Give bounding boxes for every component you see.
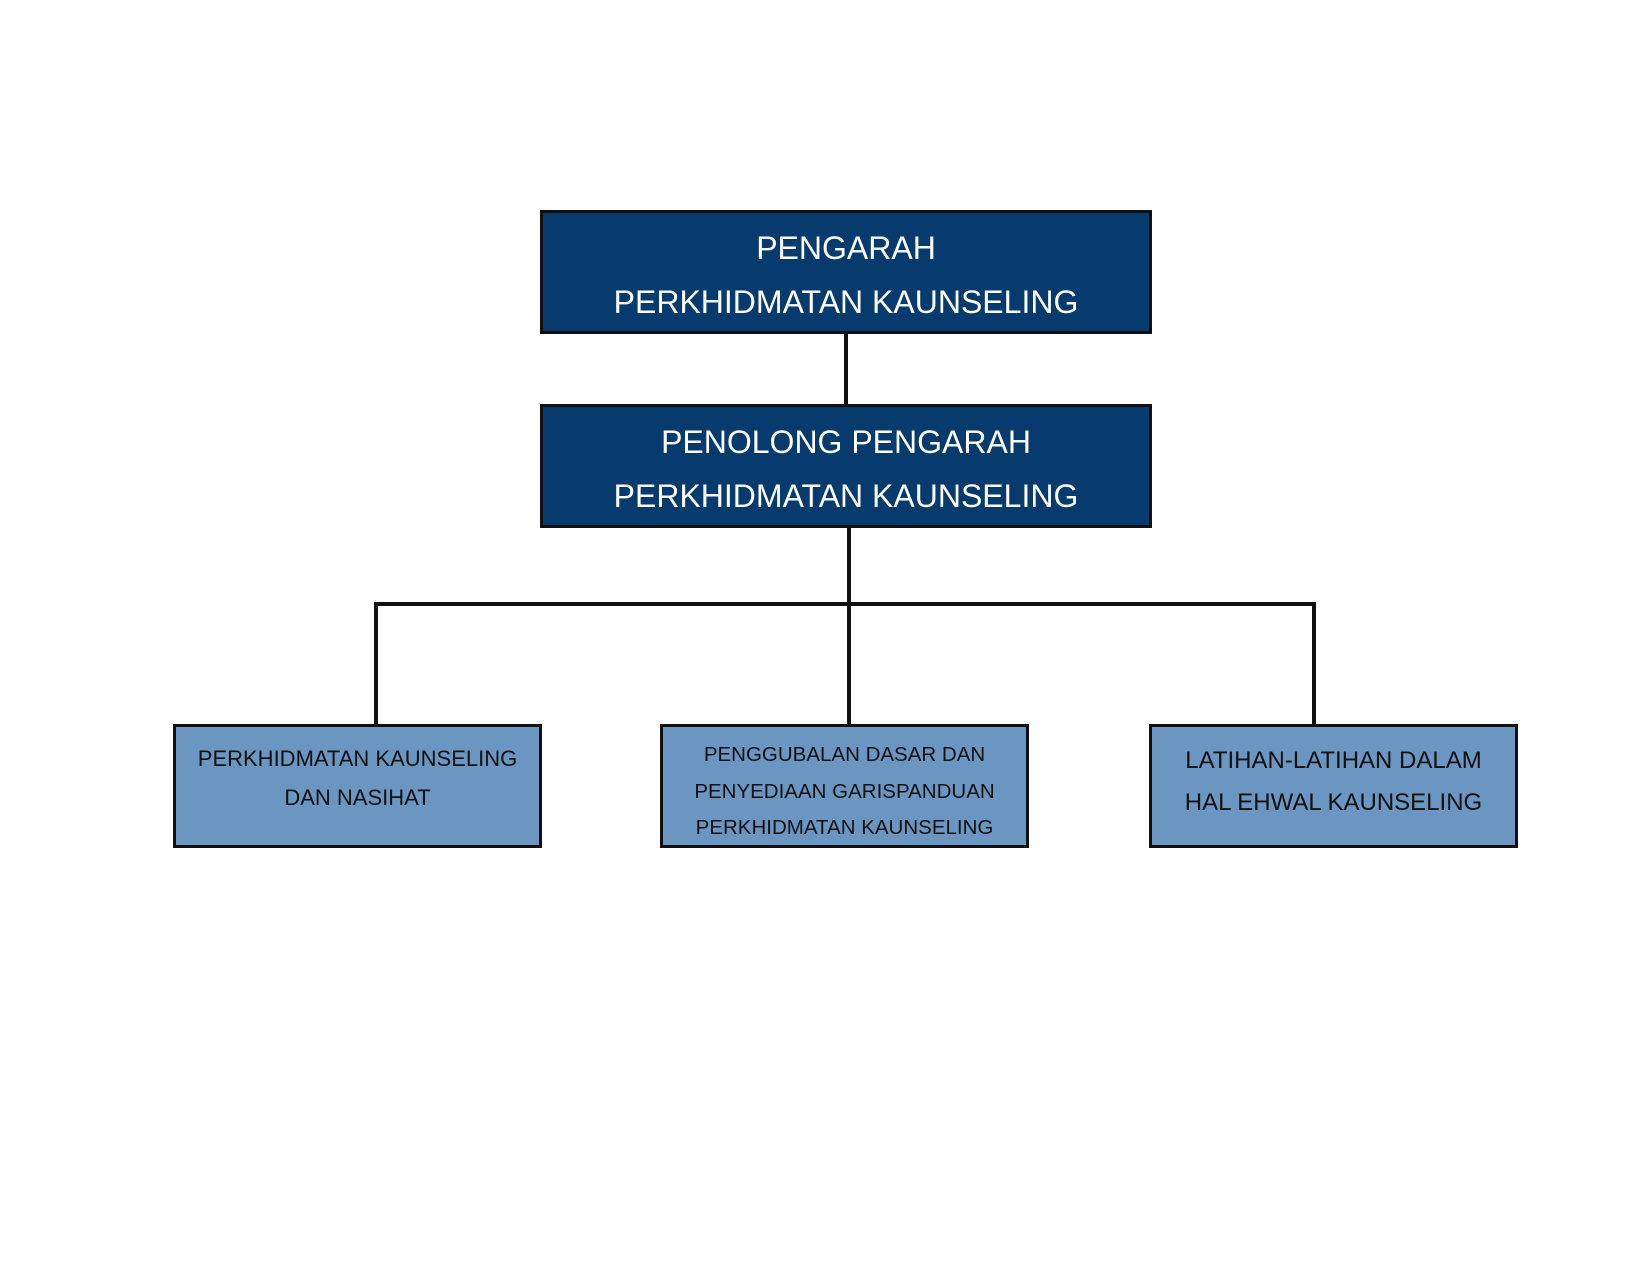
node-unit-counseling-training: LATIHAN-LATIHAN DALAM HAL EHWAL KAUNSELI… xyxy=(1149,724,1518,848)
node-unit-1-line-2: DAN NASIHAT xyxy=(284,785,431,810)
node-assistant-director-line-2: PERKHIDMATAN KAUNSELING xyxy=(613,478,1079,514)
node-unit-counseling-advice: PERKHIDMATAN KAUNSELING DAN NASIHAT xyxy=(173,724,542,848)
node-unit-2-line-3: PERKHIDMATAN KAUNSELING xyxy=(695,816,994,839)
node-assistant-director: PENOLONG PENGARAH PERKHIDMATAN KAUNSELIN… xyxy=(540,404,1152,528)
node-unit-3-line-1: LATIHAN-LATIHAN DALAM xyxy=(1185,747,1482,774)
node-unit-2-line-1: PENGGUBALAN DASAR DAN xyxy=(703,743,986,766)
node-unit-1-line-1: PERKHIDMATAN KAUNSELING xyxy=(197,746,518,771)
node-director-line-2: PERKHIDMATAN KAUNSELING xyxy=(613,284,1079,320)
node-unit-2-line-2: PENYEDIAAN GARISPANDUAN xyxy=(694,779,995,803)
node-unit-3-line-2: HAL EHWAL KAUNSELING xyxy=(1184,789,1483,816)
node-unit-policy-guidelines: PENGGUBALAN DASAR DAN PENYEDIAAN GARISPA… xyxy=(660,724,1029,848)
node-assistant-director-line-1: PENOLONG PENGARAH xyxy=(661,424,1031,460)
node-director: PENGARAH PERKHIDMATAN KAUNSELING xyxy=(540,210,1152,334)
node-director-line-1: PENGARAH xyxy=(756,230,936,266)
